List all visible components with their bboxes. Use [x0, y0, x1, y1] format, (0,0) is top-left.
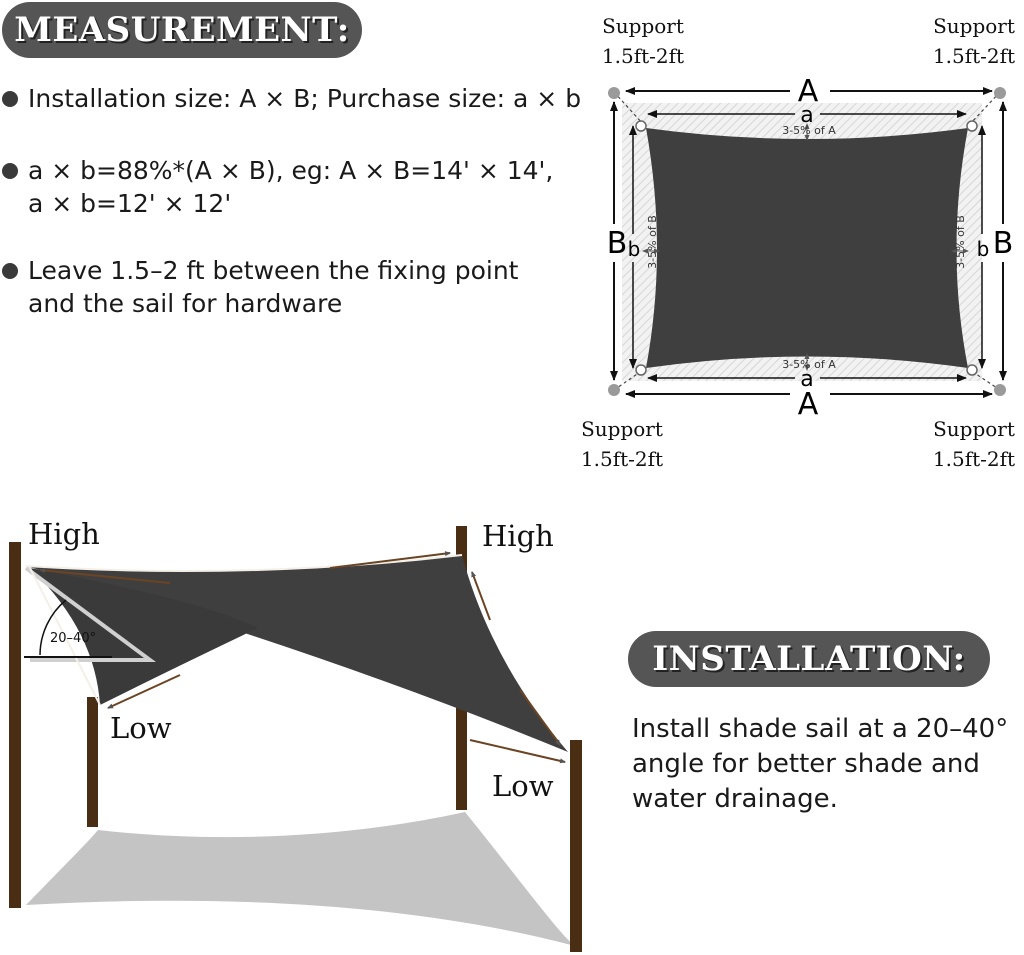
angle-guide	[24, 566, 157, 662]
bullet-gap: Leave 1.5–2 ft between the fixing point …	[0, 254, 518, 320]
dim-label-A-top: A	[798, 74, 819, 109]
pct-label-b-right: 3-5% of B	[954, 215, 967, 269]
bullet-text: a × b=88%*(A × B), eg: A × B=14' × 14',	[28, 156, 554, 185]
bullet-text: a × b=12' × 12'	[28, 189, 232, 218]
pct-label-a-bottom: 3-5% of A	[782, 358, 836, 371]
label-high-right: High	[482, 519, 554, 553]
bullet-size: Installation size: A × B; Purchase size:…	[0, 82, 581, 115]
angle-label: 20–40°	[50, 631, 96, 646]
label-low-left: Low	[110, 711, 172, 745]
installation-line: angle for better shade and	[632, 749, 980, 779]
support-label-tl: Support	[602, 14, 684, 38]
corner-rings	[635, 120, 978, 376]
dim-label-b-right: b	[977, 237, 990, 261]
sail-shape	[646, 128, 968, 368]
post-low-right	[570, 740, 582, 952]
angle-arc	[39, 599, 67, 656]
support-range-br: 1.5ft-2ft	[933, 447, 1015, 471]
bullet-text: Leave 1.5–2 ft between the fixing point	[28, 256, 519, 285]
sail-ground-shadow	[26, 812, 575, 946]
sail-panel-front	[30, 568, 258, 705]
dim-label-A-bottom: A	[798, 387, 819, 422]
installation-line: Install shade sail at a 20–40°	[632, 714, 1009, 744]
sail-ropes	[25, 554, 463, 706]
label-high-left: High	[28, 517, 100, 551]
height-labels: High High Low Low	[28, 517, 554, 803]
support-point-icons	[608, 87, 1006, 396]
bullet-text: and the sail for hardware	[28, 289, 343, 318]
support-label-bl: Support	[581, 417, 663, 441]
support-range-tl: 1.5ft-2ft	[602, 44, 684, 68]
dim-label-B-right: B	[993, 226, 1014, 261]
measurement-title: MEASUREMENT:	[2, 2, 362, 58]
bullet-text: Installation size: A × B; Purchase size:…	[28, 84, 582, 113]
bullet-dot-icon	[2, 91, 18, 107]
support-label-br: Support	[933, 417, 1015, 441]
support-labels: Support 1.5ft-2ft Support 1.5ft-2ft Supp…	[581, 14, 1015, 471]
installation-title: INSTALLATION:	[628, 631, 990, 687]
bullet-dot-icon	[2, 163, 18, 179]
dim-label-b-left: b	[628, 237, 641, 261]
support-label-tr: Support	[933, 14, 1015, 38]
installation-text: Install shade sail at a 20–40° angle for…	[632, 712, 1012, 817]
label-low-right: Low	[492, 769, 554, 803]
dim-label-a-bottom: a	[800, 367, 813, 392]
post-low-left	[87, 697, 98, 827]
post-high-left	[9, 542, 21, 908]
support-range-bl: 1.5ft-2ft	[581, 447, 663, 471]
bullet-dot-icon	[2, 263, 18, 279]
installation-line: water drainage.	[632, 784, 838, 814]
edge-arrows	[39, 551, 566, 764]
dim-label-B-left: B	[607, 226, 628, 261]
support-range-tr: 1.5ft-2ft	[933, 44, 1015, 68]
pct-label-a-top: 3-5% of A	[782, 124, 836, 137]
pct-label-b-left: 3-5% of B	[646, 215, 659, 269]
bullet-ratio: a × b=88%*(A × B), eg: A × B=14' × 14', …	[0, 154, 553, 220]
dim-label-a-top: a	[800, 103, 813, 128]
